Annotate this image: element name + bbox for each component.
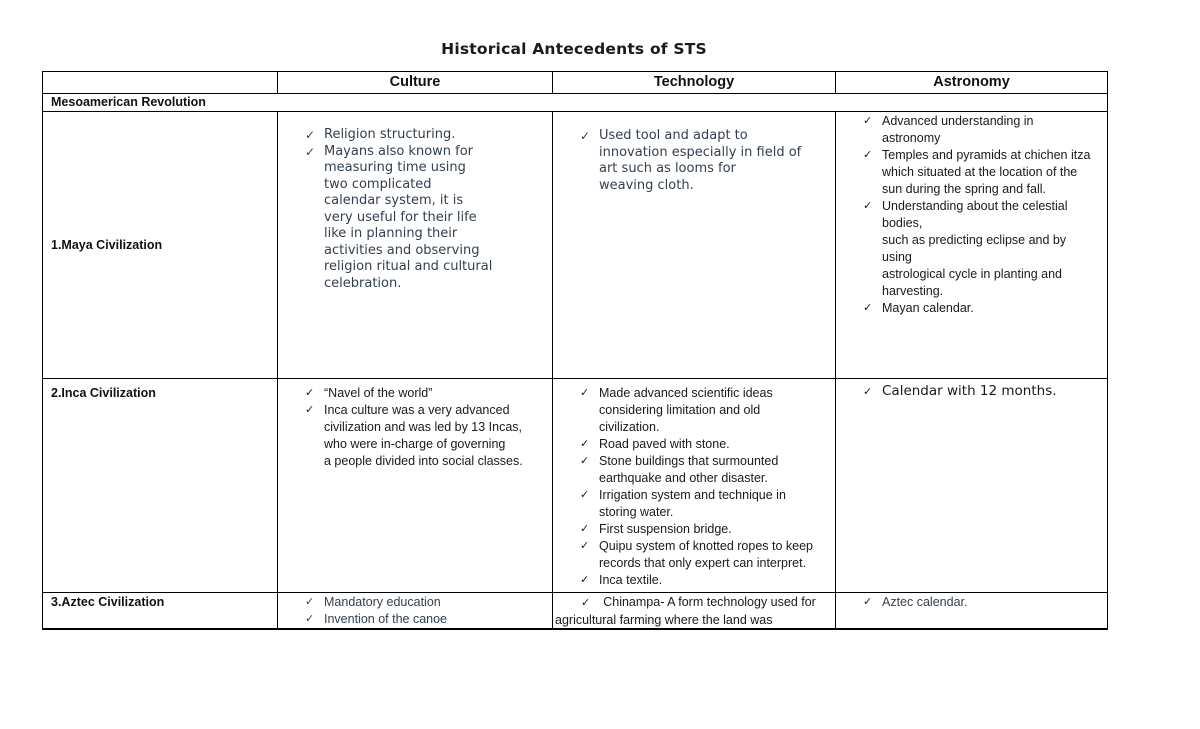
checklist-item-text: Temples and pyramids at chichen itza whi… [882,148,1091,196]
checklist-item: ✓ Quipu system of knotted ropes to keep r… [580,538,831,572]
column-header-astronomy: Astronomy [836,72,1107,93]
checkmark-icon: ✓ [580,455,590,467]
checklist-item: ✓ Understanding about the celestial bodie… [863,198,1103,300]
checkmark-icon: ✓ [863,115,873,127]
inca-culture-cell: ✓ “Navel of the world” ✓ Inca culture was a… [278,379,552,592]
checkmark-icon: ✓ [863,596,873,608]
checklist-item-text: Mandatory education [324,595,441,609]
column-header-culture: Culture [278,72,552,93]
checklist-item-text: Made advanced scientific ideas consideri… [599,386,773,434]
page-title: Historical Antecedents of STS [441,40,707,58]
checkmark-icon: ✓ [580,438,590,450]
checklist-item: ✓ Calendar with 12 months. [863,383,1103,400]
checklist-item-text: Irrigation system and technique in stori… [599,488,786,519]
checklist-item: ✓ Irrigation system and technique in stor… [580,487,831,521]
checklist-item: ✓Chinampa- A form technology used for ag… [553,594,831,628]
inca-technology-list: ✓ Made advanced scientific ideas consider… [553,385,835,589]
checklist-item: ✓ Temples and pyramids at chichen itza wh… [863,147,1103,198]
row-label-maya-civilization: 1.Maya Civilization [43,112,277,378]
checkmark-icon: ✓ [305,404,315,416]
checkmark-icon: ✓ [305,596,315,608]
section-row-mesoamerican-revolution: Mesoamerican Revolution [43,94,1107,111]
checkmark-icon: ✓ [305,613,315,625]
checklist-item: ✓ Mayan calendar. [863,300,1103,317]
checklist-item-text: Aztec calendar. [882,595,968,609]
checklist-item: ✓ Aztec calendar. [863,594,1103,611]
checklist-item-text: “Navel of the world” [324,386,433,400]
checklist-item: ✓ Inca culture was a very advanced civili… [305,402,548,470]
row-label-inca-civilization: 2.Inca Civilization [43,379,277,592]
checklist-item: ✓ Road paved with stone. [580,436,831,453]
checkmark-icon: ✓ [305,144,316,159]
checkmark-icon: ✓ [863,149,873,161]
aztec-technology-cell: ✓Chinampa- A form technology used for ag… [553,593,835,628]
maya-culture-cell: ✓ Religion structuring. ✓ Mayans also known… [278,112,552,378]
aztec-astronomy-cell: ✓ Aztec calendar. [836,593,1107,628]
checklist-item-text: Understanding about the celestial bodies… [882,199,1068,298]
inca-culture-list: ✓ “Navel of the world” ✓ Inca culture was a… [278,385,552,470]
checklist-item: ✓ Advanced understanding in astronomy [863,113,1103,147]
checklist-item: ✓ “Navel of the world” [305,385,548,402]
checkmark-icon: ✓ [580,540,590,552]
checklist-item: ✓ Stone buildings that surmounted earthqu… [580,453,831,487]
checkmark-icon: ✓ [863,200,873,212]
column-header-technology: Technology [553,72,835,93]
checklist-item-text: Road paved with stone. [599,437,730,451]
aztec-culture-cell: ✓ Mandatory education ✓ Invention of the ca… [278,593,552,628]
checklist-item: ✓ Mandatory education [305,594,548,611]
checklist-item-text: First suspension bridge. [599,522,732,536]
checklist-item-text: Stone buildings that surmounted earthqua… [599,454,779,485]
checkmark-icon: ✓ [863,385,873,398]
checkmark-icon: ✓ [580,387,590,399]
inca-astronomy-list: ✓ Calendar with 12 months. [836,383,1107,400]
aztec-technology-list: ✓Chinampa- A form technology used for ag… [553,594,835,628]
maya-culture-list: ✓ Religion structuring. ✓ Mayans also known… [278,127,552,292]
checklist-item-text: Inca culture was a very advanced civiliz… [324,403,523,468]
checkmark-icon: ✓ [580,489,590,501]
checklist-item-text: Mayan calendar. [882,301,974,315]
checkmark-icon: ✓ [580,574,590,586]
checkmark-icon: ✓ [580,523,590,535]
checklist-item-text: Invention of the canoe [324,612,448,626]
checklist-item-text: Quipu system of knotted ropes to keep re… [599,539,814,570]
checklist-item: ✓ First suspension bridge. [580,521,831,538]
checklist-item-text: Calendar with 12 months. [882,383,1057,399]
checkmark-icon: ✓ [305,128,316,142]
checkmark-icon: ✓ [580,129,591,143]
checklist-item-text: Inca textile. [599,573,663,587]
antecedents-table: Culture Technology Astronomy Mesoamerica… [42,71,1108,630]
maya-astronomy-cell: ✓ Advanced understanding in astronomy ✓ Tem… [836,112,1107,378]
maya-astronomy-list: ✓ Advanced understanding in astronomy ✓ Tem… [836,113,1107,317]
checklist-item: ✓ Mayans also known for measuring time us… [305,144,548,293]
inca-technology-cell: ✓ Made advanced scientific ideas consider… [553,379,835,592]
row-label-aztec-civilization: 3.Aztec Civilization [43,593,277,628]
checkmark-icon: ✓ [581,597,591,609]
inca-astronomy-cell: ✓ Calendar with 12 months. [836,379,1107,592]
checklist-item-text: Used tool and adapt to innovation especi… [599,128,802,193]
aztec-astronomy-list: ✓ Aztec calendar. [836,594,1107,611]
checklist-item: ✓ Used tool and adapt to innovation espec… [580,128,831,194]
checklist-item: ✓ Invention of the canoe [305,611,548,628]
checklist-item-text: Religion structuring. [324,127,456,142]
checklist-item-text: Chinampa- A form technology used for agr… [555,595,816,627]
checkmark-icon: ✓ [305,387,315,399]
checklist-item: ✓ Religion structuring. [305,127,548,144]
maya-technology-list: ✓ Used tool and adapt to innovation espec… [553,128,835,194]
column-header-empty [43,72,277,93]
checkmark-icon: ✓ [863,302,873,314]
checklist-item-text: Mayans also known for measuring time usi… [324,143,493,291]
checklist-item-text: Advanced understanding in astronomy [882,114,1034,145]
aztec-culture-list: ✓ Mandatory education ✓ Invention of the ca… [278,594,552,628]
maya-technology-cell: ✓ Used tool and adapt to innovation espec… [553,112,835,378]
checklist-item: ✓ Inca textile. [580,572,831,589]
checklist-item: ✓ Made advanced scientific ideas consider… [580,385,831,436]
